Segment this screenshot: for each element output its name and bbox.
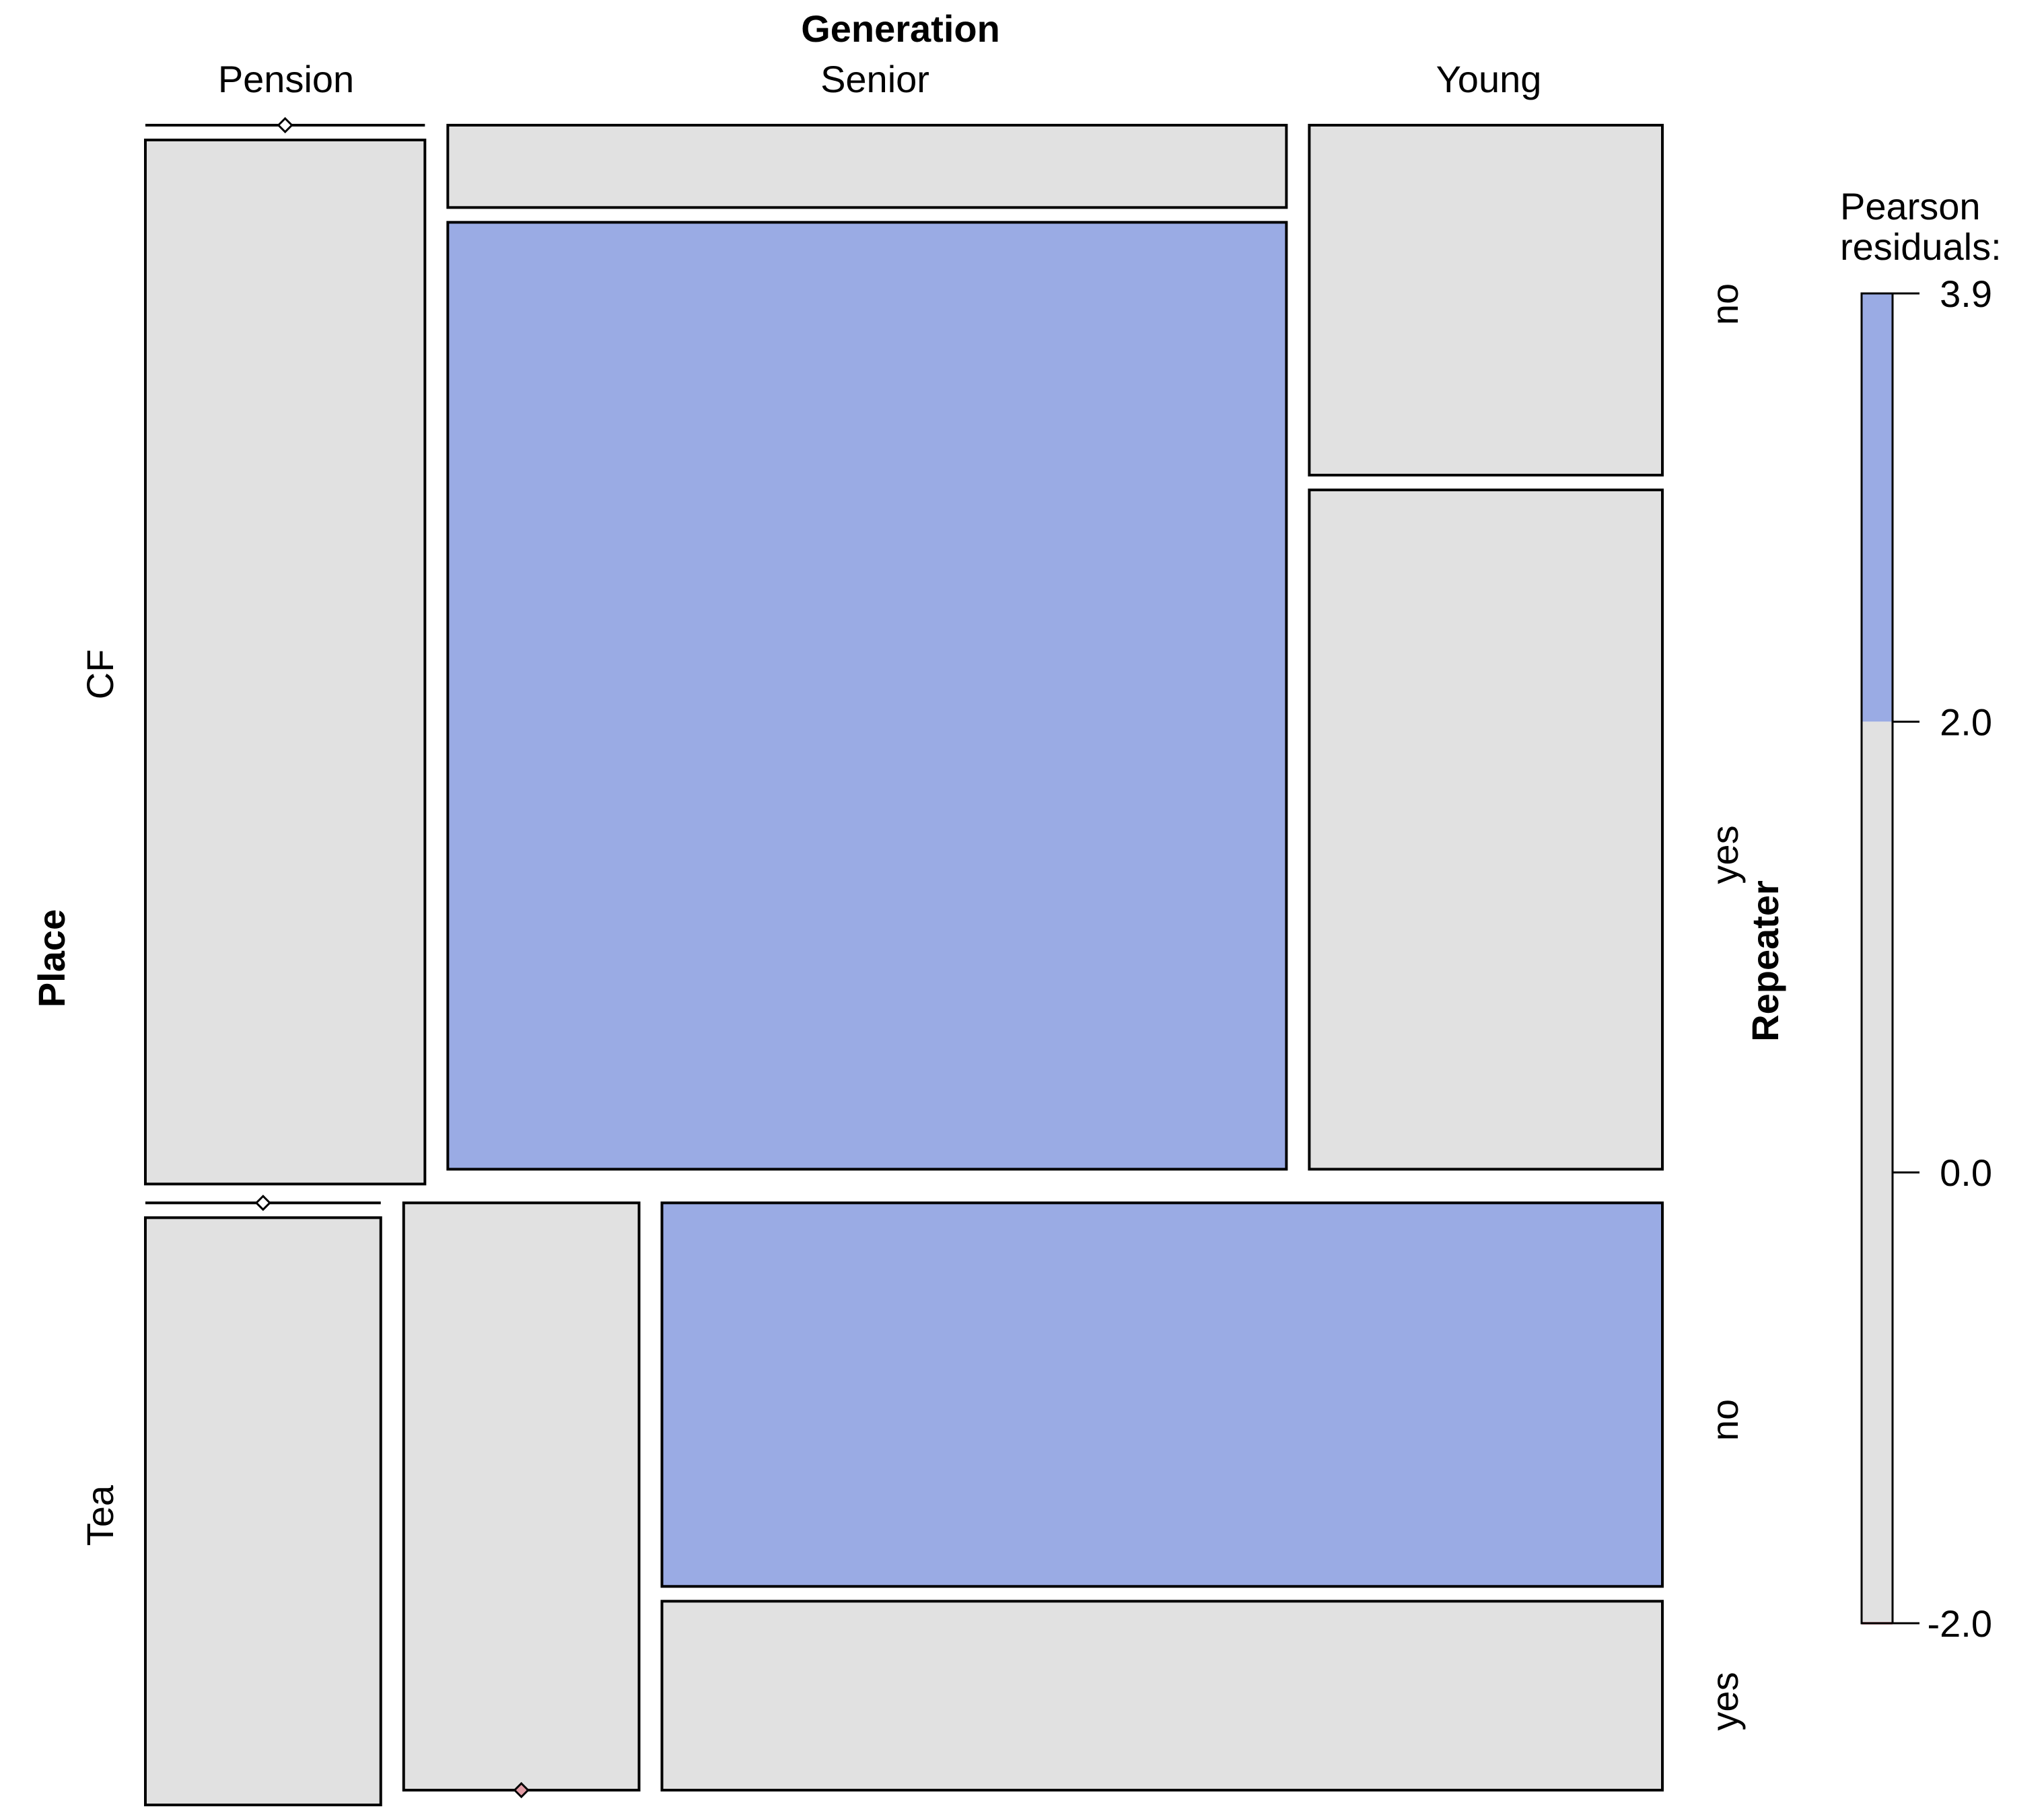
legend-tick-label-2-0: 2.0 [1940, 701, 1992, 743]
repeater-label-cf-yes: yes [1703, 825, 1746, 884]
tile-cf-senior-no [446, 124, 1288, 209]
legend-band-neutral [1862, 721, 1893, 1623]
tile-cf-young-no [1308, 124, 1664, 476]
legend-tick-label-3-9: 3.9 [1940, 273, 1992, 315]
legend-title-line-1: Pearson [1840, 185, 1981, 227]
gen-label-senior: Senior [820, 58, 929, 100]
legend-tick-label-0-0: 0.0 [1940, 1151, 1992, 1194]
tile-tea-young-no [660, 1201, 1664, 1588]
tile-tea-senior-no [402, 1201, 641, 1791]
legend-tick-label-neg-2-0: -2.0 [1928, 1602, 1993, 1645]
tile-tea-young-yes [660, 1600, 1664, 1792]
tile-tea-senior-yes-marker [513, 1781, 530, 1799]
gen-label-young: Young [1436, 58, 1542, 100]
tile-tea-pension-yes [144, 1216, 382, 1806]
tile-cf-senior-yes [446, 221, 1288, 1171]
place-label-cf: CF [79, 649, 121, 700]
legend-band-positive [1862, 293, 1893, 722]
place-label-tea: Tea [79, 1485, 121, 1546]
tile-cf-young-yes [1308, 488, 1664, 1171]
place-axis-title: Place [30, 909, 73, 1007]
repeater-label-tea-no: no [1703, 1399, 1746, 1441]
tile-cf-pension-no-marker [277, 116, 293, 134]
repeater-label-tea-yes: yes [1703, 1672, 1746, 1730]
tile-tea-pension-no-marker [254, 1195, 272, 1211]
repeater-label-cf-no: no [1703, 283, 1746, 325]
generation-title: Generation [801, 7, 1000, 50]
gen-label-pension: Pension [218, 58, 354, 100]
tile-cf-pension-yes [144, 139, 427, 1186]
legend-title-line-2: residuals: [1840, 225, 2002, 268]
repeater-axis-title: Repeater [1744, 880, 1786, 1042]
